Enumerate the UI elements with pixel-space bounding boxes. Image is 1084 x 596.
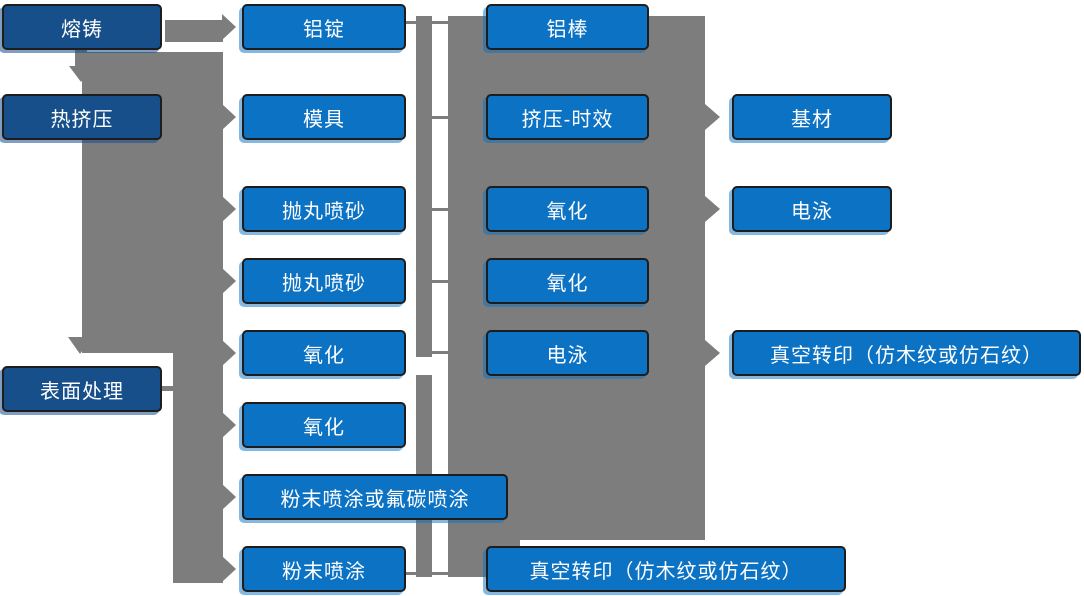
down-arrow-1-shaft <box>75 50 87 68</box>
link-line-mold <box>432 116 448 119</box>
arrowhead-to-vac-print <box>705 340 720 366</box>
down-arrow-2-head <box>68 337 92 354</box>
node-ext_aging: 挤压-时效 <box>486 94 649 140</box>
trunk-lower-segment <box>173 353 223 583</box>
arrowhead-to-edp2 <box>705 196 720 222</box>
node-oxid4: 氧化 <box>486 258 649 304</box>
link-line-powder <box>406 572 448 575</box>
node-powder: 粉末喷涂 <box>242 546 406 592</box>
link-line-blast1 <box>432 208 448 211</box>
node-base: 基材 <box>732 94 892 140</box>
node-rod: 铝棒 <box>486 4 649 50</box>
node-melt: 熔铸 <box>2 4 162 50</box>
node-powder_fluoro: 粉末喷涂或氟碳喷涂 <box>242 474 508 520</box>
arrowhead-to-oxid2 <box>222 412 236 438</box>
arrowhead-to-blast2 <box>222 268 236 294</box>
arrowhead-to-base <box>705 104 720 130</box>
node-ingot: 铝锭 <box>242 4 406 50</box>
arrowhead-to-powder-fluoro <box>222 484 236 510</box>
down-arrow-1-head <box>69 66 93 82</box>
collector-bar-upper <box>416 16 432 357</box>
surface-to-trunk-stub <box>162 386 175 391</box>
node-hot_ext: 热挤压 <box>2 94 162 140</box>
node-mold: 模具 <box>242 94 406 140</box>
node-edp2: 电泳 <box>732 186 892 232</box>
arrowhead-to-blast1 <box>222 196 236 222</box>
link-line-oxid1 <box>432 351 448 354</box>
node-oxid2: 氧化 <box>242 402 406 448</box>
node-vac_print_right: 真空转印（仿木纹或仿石纹） <box>732 330 1081 376</box>
node-edp1: 电泳 <box>486 330 649 376</box>
node-blast2: 抛丸喷砂 <box>242 258 406 304</box>
node-vac_print_bottom: 真空转印（仿木纹或仿石纹） <box>486 546 846 592</box>
link-line-blast2 <box>432 280 448 283</box>
node-oxid3: 氧化 <box>486 186 649 232</box>
arrowhead-to-oxid1 <box>222 340 236 366</box>
arrowhead-to-powder <box>222 556 236 582</box>
trunk-top-segment <box>165 20 223 42</box>
arrowhead-to-mold <box>222 104 236 130</box>
node-blast1: 抛丸喷砂 <box>242 186 406 232</box>
link-line-ingot <box>406 21 448 24</box>
arrowhead-to-ingot <box>222 14 236 40</box>
node-surface: 表面处理 <box>2 366 162 412</box>
node-oxid1: 氧化 <box>242 330 406 376</box>
